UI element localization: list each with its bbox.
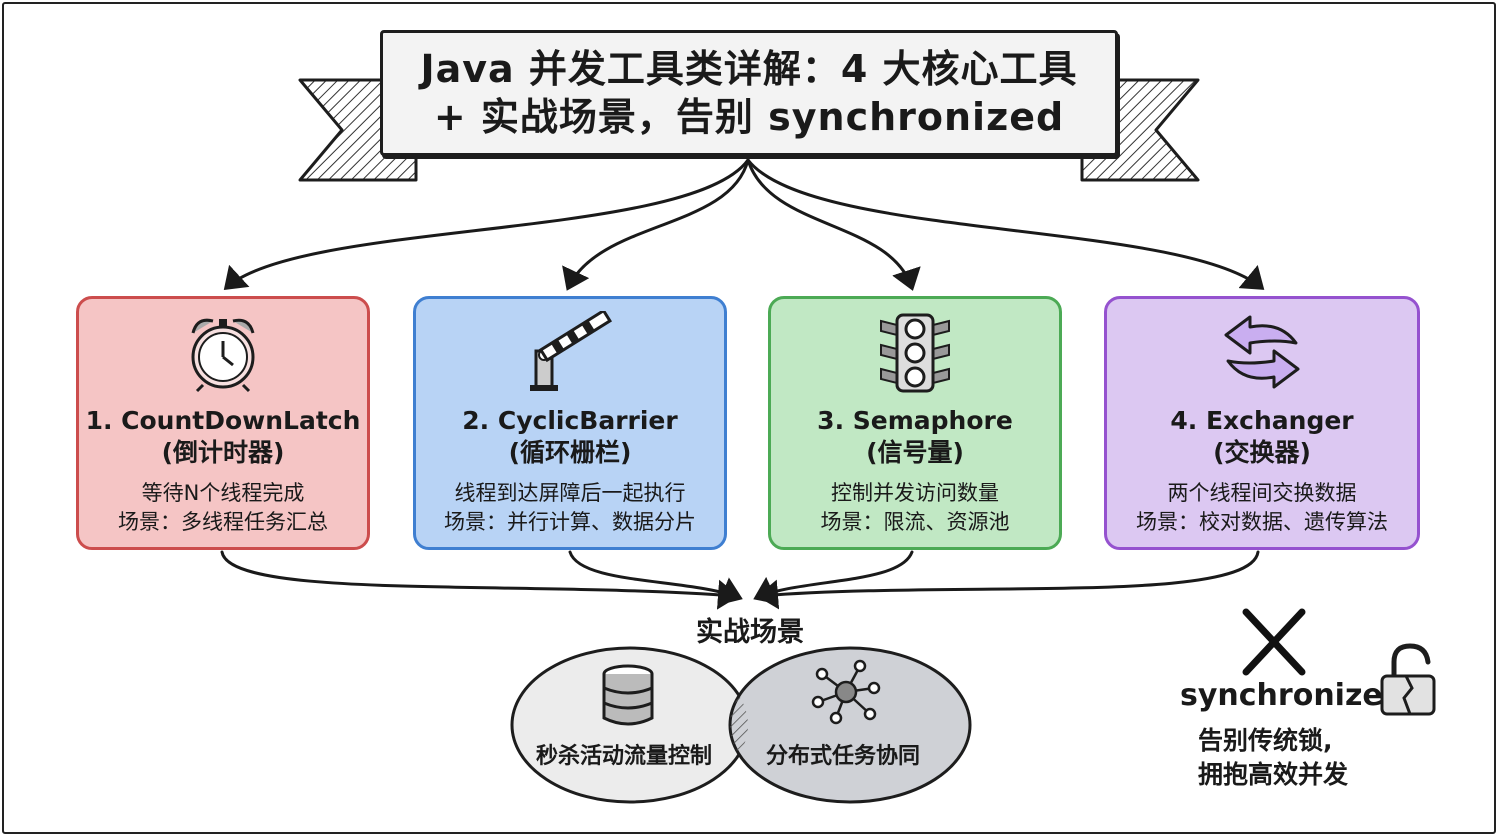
card-countdownlatch: 1. CountDownLatch (倒计时器) 等待N个线程完成 场景：多线程… <box>76 296 370 550</box>
arrow-to-card-2 <box>562 158 750 291</box>
arrow-to-card-3 <box>746 158 921 291</box>
broken-lock-icon <box>1380 643 1436 716</box>
traffic-light-icon <box>877 311 953 393</box>
card-desc-1: 控制并发访问数量 <box>831 481 999 505</box>
cross-mark-icon <box>1242 608 1306 676</box>
card-desc-2: 场景：并行计算、数据分片 <box>444 510 696 534</box>
card-desc-1: 线程到达屏障后一起执行 <box>454 481 686 505</box>
arrow-card-1-to-practice <box>220 550 739 610</box>
card-cn-name: (交换器) <box>1213 438 1311 467</box>
practice-label: 实战场景 <box>696 617 804 648</box>
title-banner: Java 并发工具类详解：4 大核心工具 + 实战场景，告别 synchroni… <box>380 30 1118 156</box>
farewell-note-line-1: 告别传统锁, <box>1198 726 1333 755</box>
card-name: 3. Semaphore <box>817 406 1013 435</box>
arrow-card-4-to-practice <box>757 550 1260 610</box>
card-semaphore: 3. Semaphore (信号量) 控制并发访问数量 场景：限流、资源池 <box>768 296 1062 550</box>
venn-diagram <box>510 646 972 804</box>
card-desc-1: 两个线程间交换数据 <box>1167 481 1357 505</box>
card-desc-1: 等待N个线程完成 <box>141 481 305 505</box>
card-name: 4. Exchanger <box>1170 406 1354 435</box>
venn-circle-right <box>728 646 972 804</box>
swap-arrows-icon <box>1220 311 1304 393</box>
card-desc-2: 场景：多线程任务汇总 <box>118 510 328 534</box>
card-desc-2: 场景：校对数据、遗传算法 <box>1136 510 1388 534</box>
card-name: 2. CyclicBarrier <box>462 406 678 435</box>
card-cn-name: (循环栅栏) <box>508 438 632 467</box>
scenario-flash-sale: 秒杀活动流量控制 <box>536 744 713 769</box>
card-cn-name: (信号量) <box>866 438 964 467</box>
arrow-to-card-4 <box>746 158 1265 290</box>
title-line-2: + 实战场景，告别 synchronized <box>433 95 1065 139</box>
alarm-clock-icon <box>183 311 263 393</box>
network-nodes-icon <box>811 659 881 725</box>
card-cyclicbarrier: 2. CyclicBarrier (循环栅栏) 线程到达屏障后一起执行 场景：并… <box>413 296 727 550</box>
title-line-1: Java 并发工具类详解：4 大核心工具 <box>420 47 1078 91</box>
synchronized-word: synchronized <box>1180 678 1405 713</box>
database-icon <box>602 664 654 726</box>
scenario-distributed-tasks: 分布式任务协同 <box>766 744 921 769</box>
card-cn-name: (倒计时器) <box>161 438 285 467</box>
farewell-note: 告别传统锁, 拥抱高效并发 <box>1198 724 1348 792</box>
farewell-note-line-2: 拥抱高效并发 <box>1198 760 1349 789</box>
arrow-card-2-to-practice <box>568 550 743 606</box>
barrier-gate-icon <box>520 311 620 393</box>
card-name: 1. CountDownLatch <box>85 406 361 435</box>
card-exchanger: 4. Exchanger (交换器) 两个线程间交换数据 场景：校对数据、遗传算… <box>1104 296 1420 550</box>
arrow-to-card-1 <box>223 158 750 291</box>
card-desc-2: 场景：限流、资源池 <box>820 510 1010 534</box>
